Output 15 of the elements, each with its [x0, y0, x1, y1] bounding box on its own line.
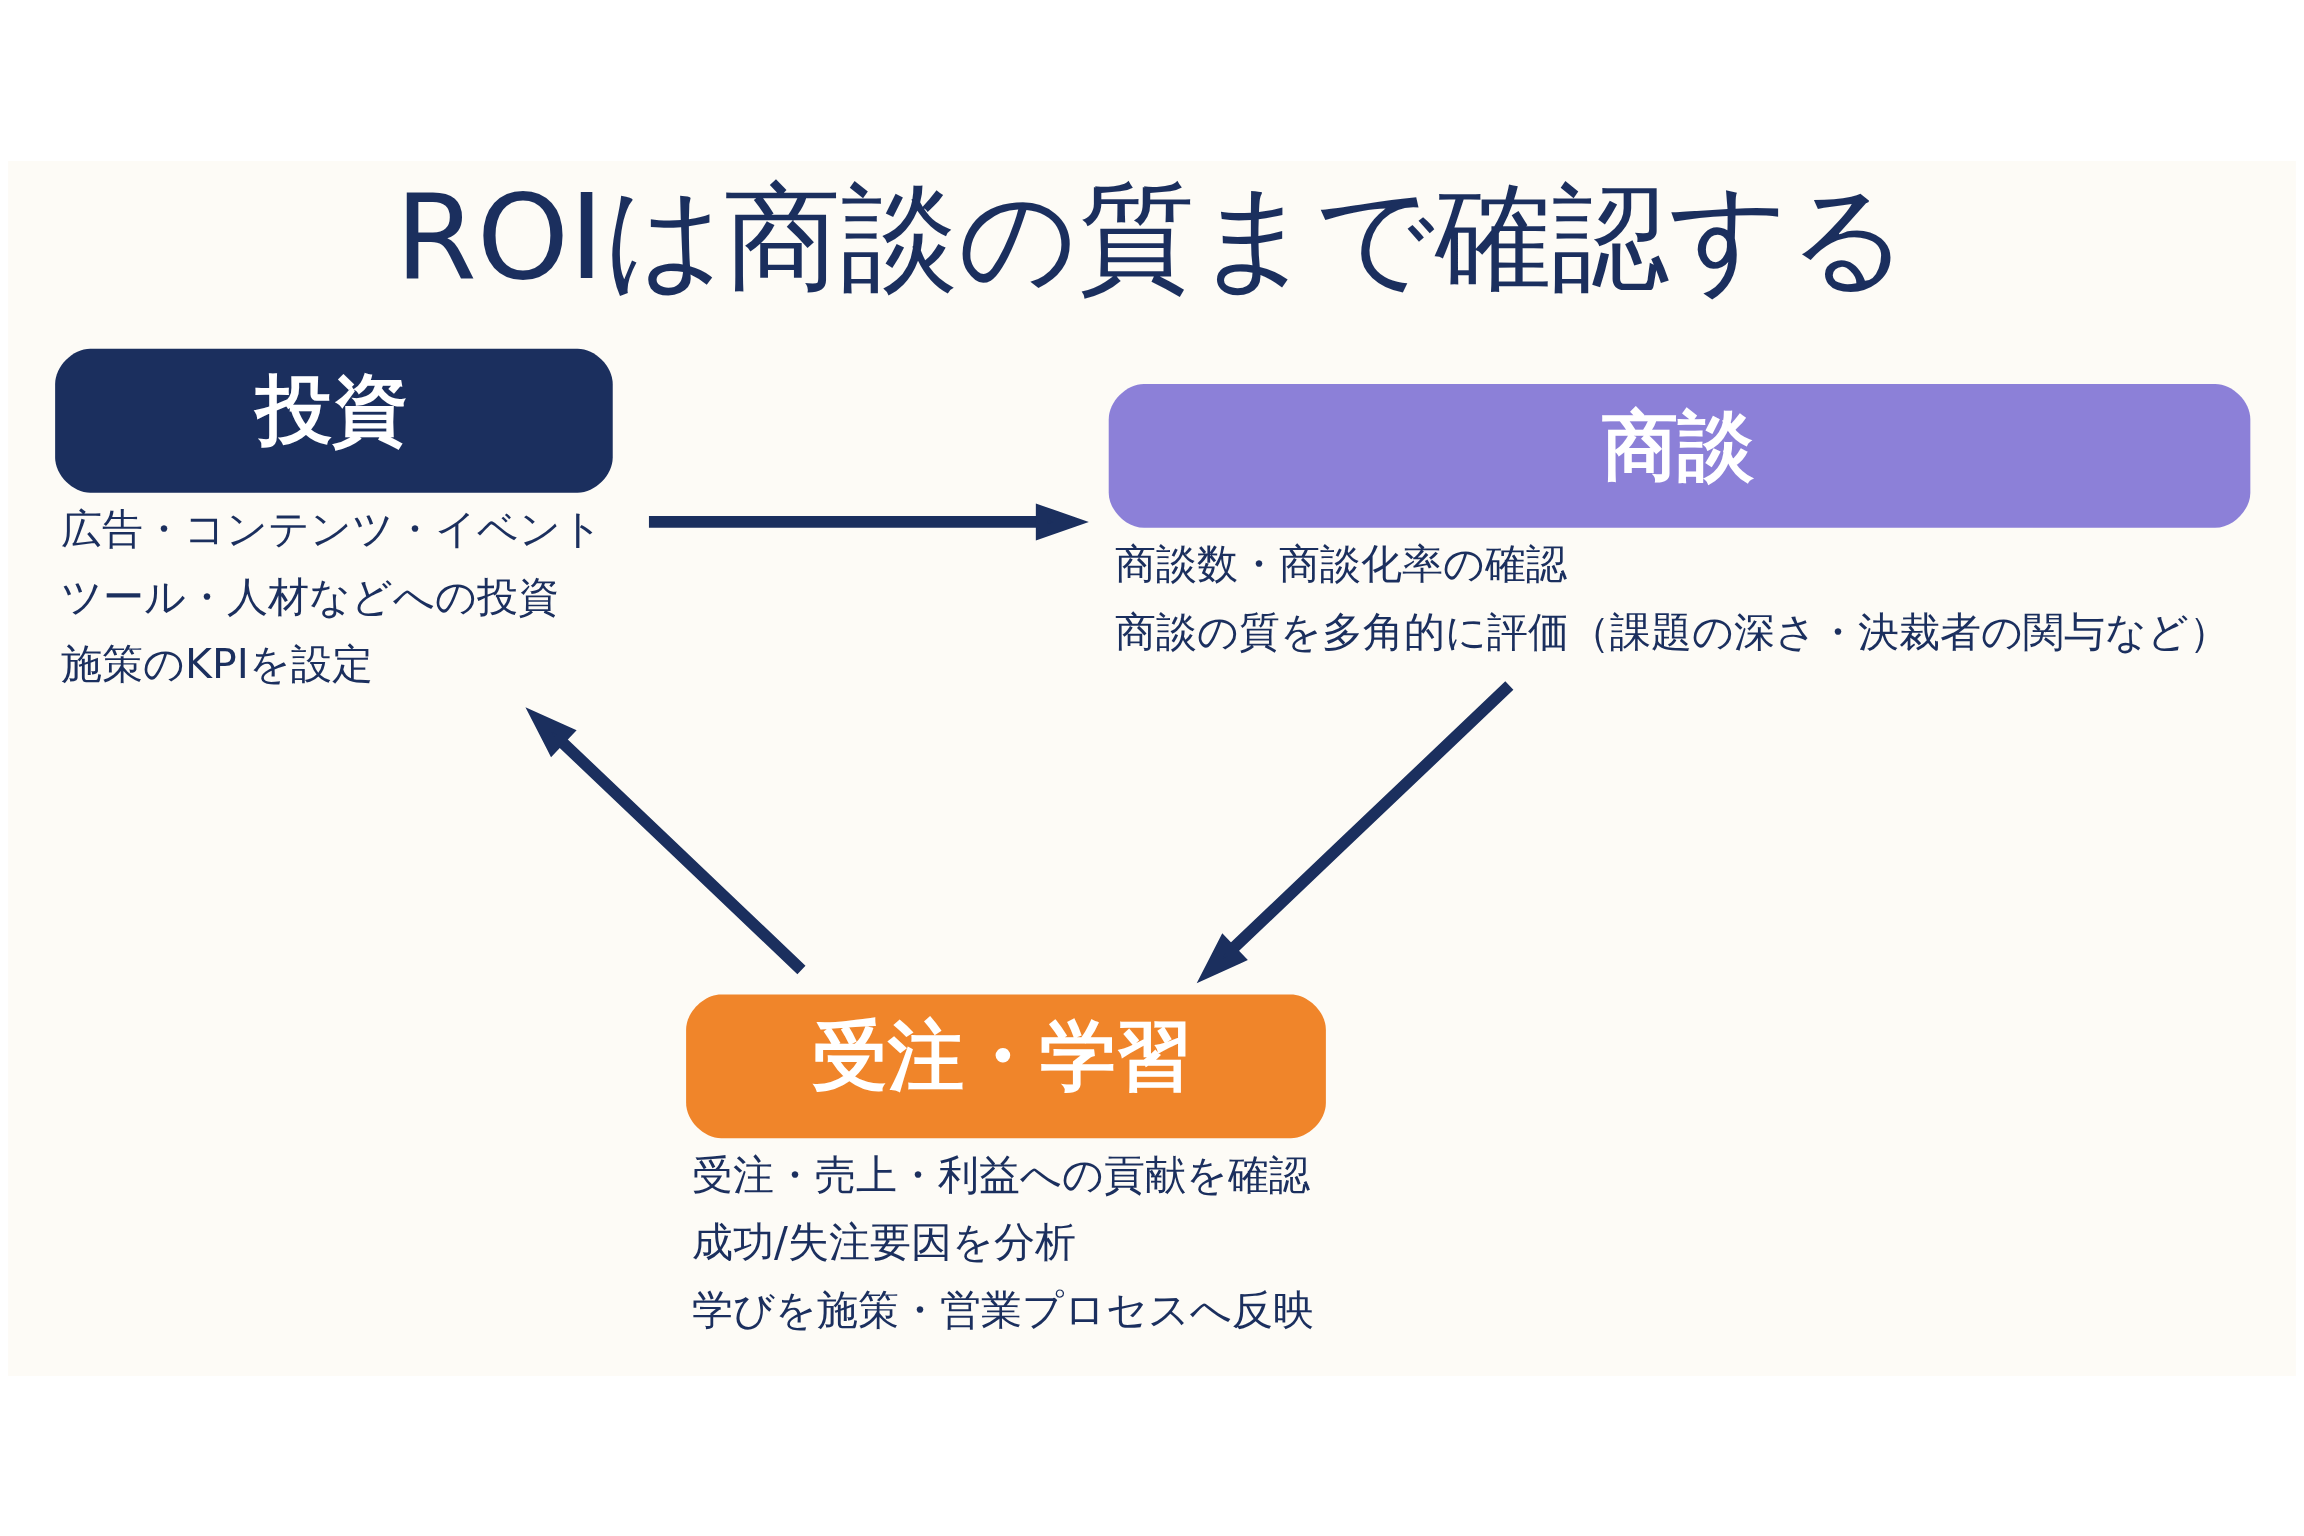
node-label: 受注・売上・利益への貢献を確認	[691, 1150, 1310, 1199]
diagram-title: ROIは商談の質まで確認する	[395, 168, 1909, 306]
arrow	[648, 502, 1089, 541]
node-box: 投資	[55, 348, 613, 493]
node-box: 受注・学習	[686, 994, 1326, 1138]
node-label: 商談の質を多角的に評価（課題の深さ・決裁者の関与など）	[1114, 607, 2230, 656]
node-label: 成功/失注要因を分析	[691, 1217, 1076, 1266]
node-label: 広告・コンテンツ・イベント	[60, 504, 603, 553]
arrow	[1196, 680, 1514, 983]
node-label: ツール・人材などへの投資	[60, 572, 559, 621]
node-label: 商談数・商談化率の確認	[1114, 539, 1567, 588]
arrow	[525, 706, 806, 974]
node-label: 学びを施策・営業プロセスへ反映	[691, 1285, 1314, 1334]
node-box: 商談	[1108, 383, 2251, 528]
node-label: 施策のKPIを設定	[60, 639, 373, 688]
